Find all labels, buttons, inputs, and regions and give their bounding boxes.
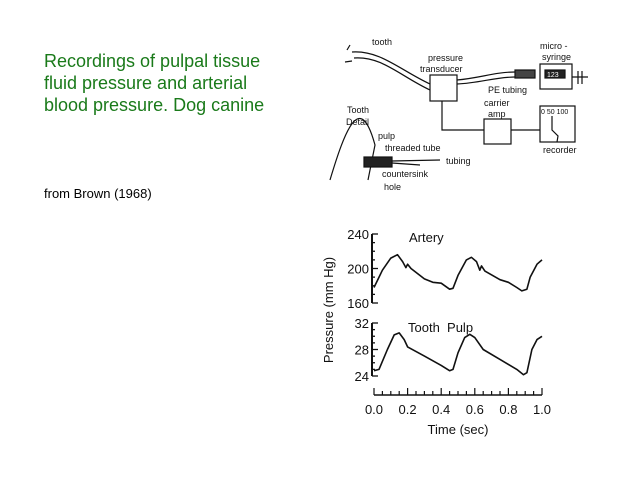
pressure-transducer-box (429, 74, 458, 102)
detail-tubing (391, 159, 441, 166)
series-line-tooth-pulp (373, 332, 543, 376)
label-hole: hole (384, 182, 401, 192)
label-transducer: transducer (420, 64, 463, 74)
x-axis-label: Time (sec) (428, 422, 489, 437)
label-carrier: carrier (484, 98, 510, 108)
tubing-line (351, 51, 431, 85)
panel-title-pulp: Tooth Pulp (408, 320, 473, 335)
x-tick-label: 1.0 (533, 402, 551, 417)
y-tick-label: 32 (355, 316, 369, 331)
x-tick-label: 0.8 (499, 402, 517, 417)
label-tubing: tubing (446, 156, 471, 166)
label-syringe: syringe (542, 52, 571, 62)
y-axis-label: Pressure (mm Hg) (321, 257, 336, 363)
x-tick-label: 0.2 (399, 402, 417, 417)
label-pressure: pressure (428, 53, 463, 63)
label-tooth-detail-2: Detail (346, 117, 369, 127)
slide-title: Recordings of pulpal tissue fluid pressu… (44, 51, 265, 115)
pe-tubing-line (456, 71, 516, 85)
label-syringe-display: 123 (547, 72, 559, 79)
x-tick-label: 0.4 (432, 402, 450, 417)
x-tick-label: 0.0 (365, 402, 383, 417)
label-pulp: pulp (378, 131, 395, 141)
y-tick-label: 200 (347, 262, 369, 277)
carrier-amp-box (483, 118, 512, 145)
apparatus-diagram (329, 44, 588, 181)
threaded-tube (363, 156, 393, 168)
diagram-labels: tooth pressure transducer micro - syring… (346, 37, 577, 192)
recorder-trace (551, 116, 559, 143)
label-recorder: recorder (543, 145, 577, 155)
x-tick-label: 0.6 (466, 402, 484, 417)
panel-title-artery: Artery (409, 230, 444, 245)
label-tooth: tooth (372, 37, 392, 47)
series-line-artery (373, 253, 543, 292)
label-threaded-tube: threaded tube (385, 143, 441, 153)
label-tooth-detail-1: Tooth (347, 105, 369, 115)
y-tick-label: 160 (347, 296, 369, 311)
label-micro: micro - (540, 41, 568, 51)
label-countersink: countersink (382, 169, 429, 179)
tubing-line (353, 57, 431, 91)
source-citation: from Brown (1968) (44, 186, 152, 201)
syringe-plunger (572, 71, 588, 84)
y-tick-label: 24 (355, 369, 369, 384)
y-tick-label: 28 (355, 343, 369, 358)
syringe-barrel (514, 69, 536, 79)
label-recorder-scale: 0 50 100 (541, 109, 568, 116)
pressure-chart: 160 200 240 24 28 32 0.0 0.2 0.4 0.6 0.8 1.0 (347, 227, 551, 417)
tooth-outline (344, 44, 353, 63)
label-pe-tubing: PE tubing (488, 85, 527, 95)
y-tick-label: 240 (347, 227, 369, 242)
label-amp: amp (488, 109, 506, 119)
tooth-detail-outline (329, 118, 376, 181)
syringe-display (544, 69, 566, 79)
signal-wire (441, 101, 484, 131)
